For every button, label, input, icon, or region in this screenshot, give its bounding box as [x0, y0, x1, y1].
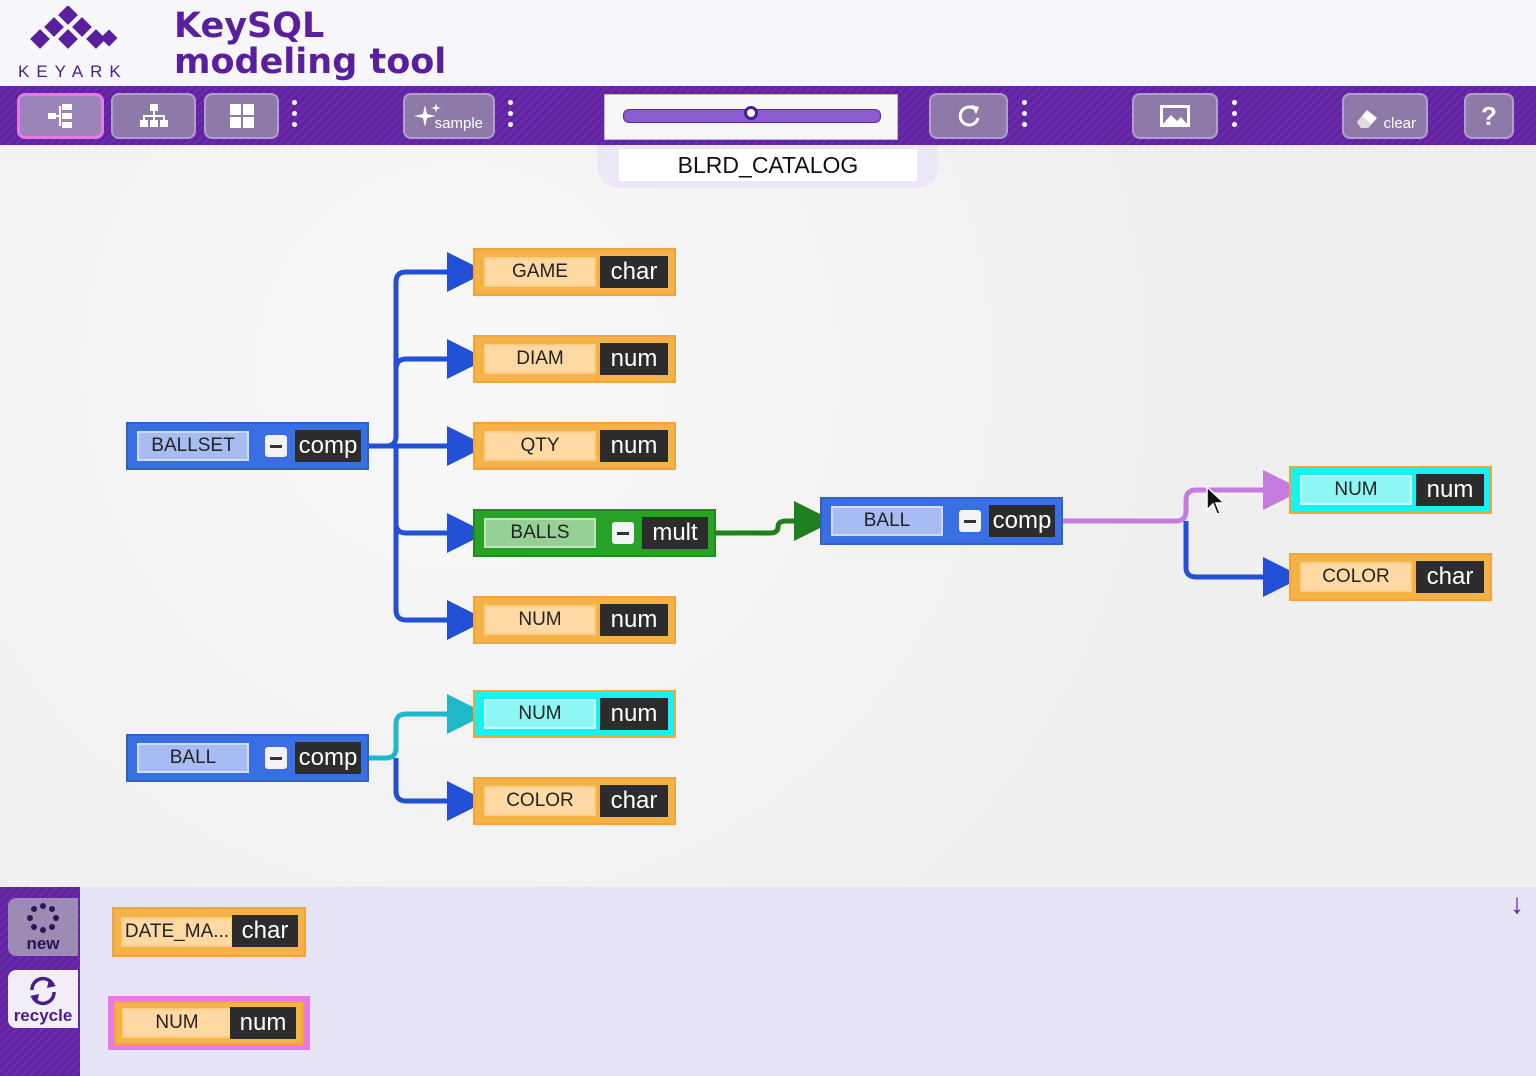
node-name[interactable]: DATE_MA... — [121, 917, 233, 947]
tree-view-icon — [47, 104, 72, 128]
grid-icon — [229, 104, 254, 128]
new-icon — [27, 903, 59, 933]
new-tab[interactable]: new — [8, 898, 78, 956]
collapse-icon[interactable] — [265, 747, 287, 769]
app-title: KeySQL modeling tool — [174, 8, 446, 80]
help-button[interactable]: ? — [1464, 93, 1514, 139]
model-name[interactable]: BLRD_CATALOG — [619, 149, 917, 181]
node-type[interactable]: num — [600, 430, 668, 462]
node-type[interactable]: comp — [295, 430, 361, 462]
clear-button[interactable]: clear — [1342, 93, 1428, 139]
node-name[interactable]: BALL — [831, 506, 943, 536]
link-ball-num — [1062, 470, 1303, 524]
node-name[interactable]: NUM — [122, 1008, 232, 1038]
image-icon — [1160, 105, 1190, 127]
node-color-nested[interactable]: COLOR char — [1289, 553, 1492, 601]
node-type[interactable]: mult — [642, 517, 708, 549]
node-name[interactable]: NUM — [484, 605, 596, 635]
help-icon: ? — [1481, 100, 1497, 131]
sample-label: sample — [434, 115, 483, 132]
app-title-line2: modeling tool — [174, 42, 447, 82]
node-type[interactable]: num — [600, 604, 668, 636]
node-name[interactable]: BALL — [137, 743, 249, 773]
node-name[interactable]: NUM — [484, 699, 596, 729]
recycle-label: recycle — [13, 1006, 73, 1025]
node-game[interactable]: GAME char — [473, 248, 676, 296]
link-ballset-balls — [393, 446, 487, 553]
recycle-icon — [30, 976, 56, 1006]
node-type[interactable]: num — [600, 698, 668, 730]
node-balls[interactable]: BALLS mult — [473, 509, 716, 557]
image-menu-kebab[interactable] — [1230, 100, 1238, 132]
collapse-icon[interactable] — [959, 510, 981, 532]
sample-menu-kebab[interactable] — [506, 100, 514, 132]
node-color-2[interactable]: COLOR char — [473, 777, 676, 825]
link-ballset-diam — [393, 339, 487, 379]
refresh-menu-kebab[interactable] — [1020, 100, 1028, 132]
scroll-down-icon[interactable]: ↓ — [1510, 888, 1524, 919]
logo-wordmark: KEYARK — [18, 62, 128, 81]
sparkle-icon — [414, 103, 441, 127]
clear-label: clear — [1383, 115, 1416, 132]
node-type[interactable]: num — [1416, 474, 1484, 506]
link-ball-color — [1183, 521, 1303, 597]
node-name[interactable]: BALLS — [484, 518, 596, 548]
app-header: KEYARK KeySQL modeling tool — [0, 0, 1536, 86]
model-name-tab: BLRD_CATALOG — [597, 145, 938, 188]
sample-button[interactable]: sample — [403, 93, 495, 139]
view-menu-kebab[interactable] — [290, 100, 298, 132]
node-type[interactable]: num — [230, 1007, 296, 1039]
new-label: new — [26, 934, 60, 953]
link-ball2-num — [368, 694, 487, 761]
app-title-line1: KeySQL — [174, 6, 325, 46]
recycle-tab[interactable]: recycle — [8, 970, 78, 1028]
zoom-slider[interactable] — [604, 94, 898, 140]
node-qty[interactable]: QTY num — [473, 422, 676, 470]
refresh-button[interactable] — [929, 93, 1008, 139]
node-type[interactable]: comp — [295, 742, 361, 774]
tree-view-button[interactable] — [17, 93, 104, 139]
node-name[interactable]: COLOR — [1300, 562, 1412, 592]
link-ball2-color — [393, 758, 487, 821]
hierarchy-icon — [139, 104, 168, 127]
palette-item-num[interactable]: NUM num — [114, 1001, 304, 1045]
node-name[interactable]: DIAM — [484, 344, 596, 374]
node-num-2[interactable]: NUM num — [473, 690, 676, 738]
node-diam[interactable]: DIAM num — [473, 335, 676, 383]
node-name[interactable]: GAME — [484, 257, 596, 287]
node-type[interactable]: char — [600, 256, 668, 288]
node-type[interactable]: char — [232, 915, 298, 947]
mouse-cursor-icon — [1206, 486, 1226, 515]
palette-item-date[interactable]: DATE_MA... char — [112, 907, 306, 957]
node-type[interactable]: char — [1416, 561, 1484, 593]
node-name[interactable]: BALLSET — [137, 431, 249, 461]
node-type[interactable]: comp — [989, 505, 1055, 537]
node-type[interactable]: num — [600, 343, 668, 375]
keyark-logo-icon — [30, 6, 118, 49]
node-ball[interactable]: BALL comp — [126, 734, 369, 782]
node-type[interactable]: char — [600, 785, 668, 817]
link-balls-ball — [716, 501, 834, 541]
image-export-button[interactable] — [1132, 93, 1218, 139]
collapse-icon[interactable] — [265, 435, 287, 457]
node-ball-nested[interactable]: BALL comp — [820, 497, 1063, 545]
node-name[interactable]: NUM — [1300, 475, 1412, 505]
node-name[interactable]: QTY — [484, 431, 596, 461]
refresh-icon — [958, 105, 979, 127]
node-name[interactable]: COLOR — [484, 786, 596, 816]
slider-thumb[interactable] — [744, 106, 758, 120]
node-num-nested[interactable]: NUM num — [1289, 466, 1492, 514]
node-num[interactable]: NUM num — [473, 596, 676, 644]
hierarchy-button[interactable] — [111, 93, 196, 139]
collapse-icon[interactable] — [612, 522, 634, 544]
node-ballset[interactable]: BALLSET comp — [126, 422, 369, 470]
grid-button[interactable] — [204, 93, 279, 139]
eraser-icon — [1357, 110, 1377, 128]
link-ballset-num — [393, 523, 487, 640]
